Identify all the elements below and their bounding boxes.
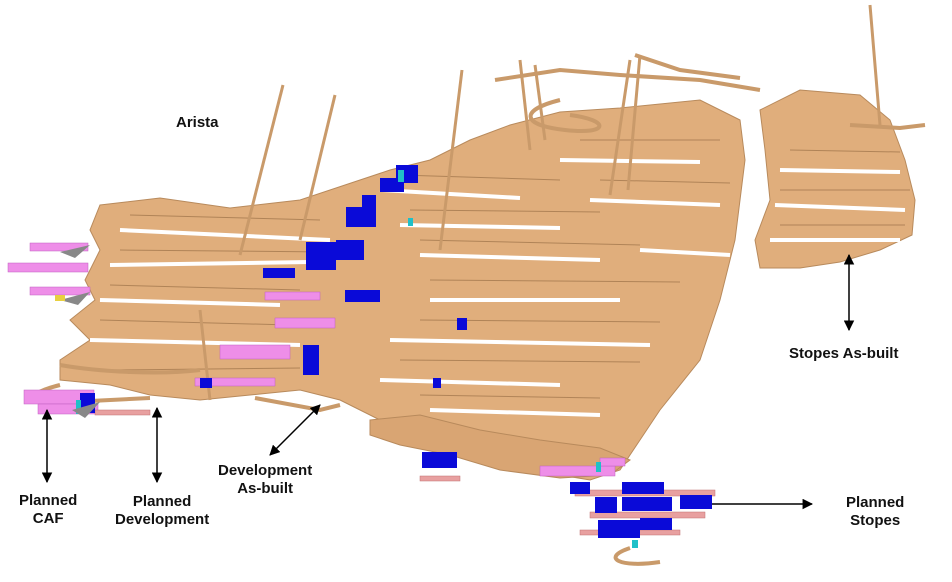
label-planned-stopes: Planned Stopes [846,494,904,530]
label-development-as-built: Development As-built [218,462,312,498]
label-planned-stopes-line1: Planned [846,494,905,511]
label-stopes-as-built: Stopes As-built [789,345,899,362]
label-development-as-built-line2: As-built [237,480,294,497]
planned-stopes [80,165,712,538]
label-planned-stopes-line2: Stopes [850,512,901,529]
as-built-right-block [754,89,916,269]
annotation-arrows [41,253,855,510]
arrow-development-as-built [269,404,321,456]
label-planned-development-line1: Planned [132,493,192,510]
as-built-texture [99,139,910,399]
as-built-workings [32,4,926,566]
label-planned-caf-line2: CAF [32,510,64,527]
label-planned-development: Planned Development [115,493,209,529]
cyan-accents [76,170,638,548]
label-planned-caf-line1: Planned [19,492,78,509]
label-planned-caf: Planned CAF [19,492,77,528]
label-arista: Arista [176,114,219,131]
label-development-as-built-line1: Development [218,462,313,479]
grey-caf-ends [55,245,100,418]
label-planned-development-line2: Development [115,511,210,528]
planned-caf [7,242,626,477]
